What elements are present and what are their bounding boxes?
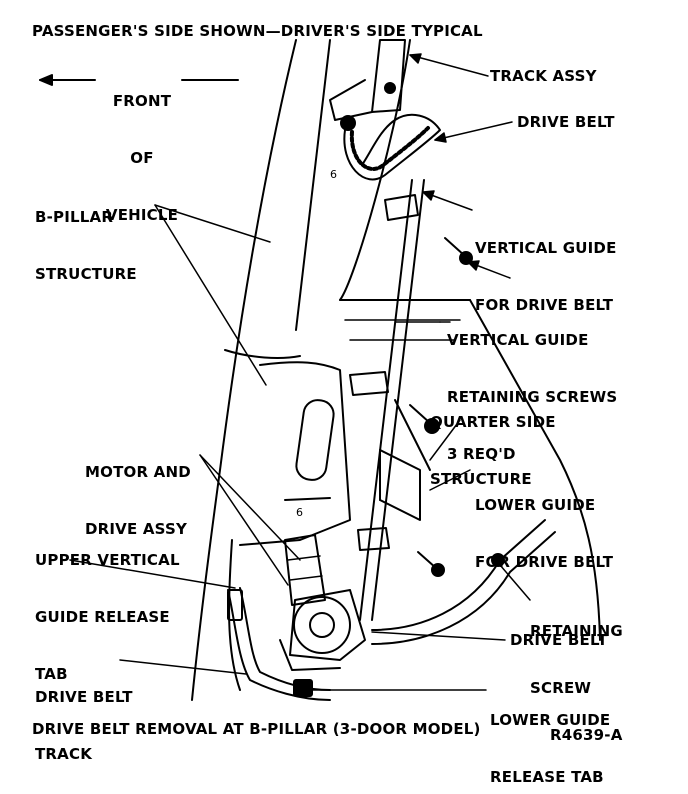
inner-panel bbox=[228, 361, 351, 691]
front-of-vehicle-line-3: VEHICLE bbox=[105, 206, 179, 224]
header-title: PASSENGER'S SIDE SHOWN—DRIVER'S SIDE TYP… bbox=[32, 22, 483, 40]
svg-text:6: 6 bbox=[296, 506, 303, 519]
vertical-guide-line-1: VERTICAL GUIDE bbox=[475, 239, 617, 257]
lower-release-label: LOWER GUIDE RELEASE TAB bbox=[490, 673, 610, 794]
vertical-guide-rail bbox=[349, 179, 425, 621]
svg-text:6: 6 bbox=[330, 168, 337, 181]
retaining-screws-line-2: RETAINING SCREWS bbox=[447, 388, 618, 406]
front-of-vehicle-line-2: OF bbox=[130, 149, 154, 167]
retaining-screws bbox=[409, 237, 505, 577]
quarter-side-line-2: STRUCTURE bbox=[430, 470, 532, 488]
lower-guide-line-2: FOR DRIVE BELT bbox=[475, 553, 614, 571]
quarter-side-bracket bbox=[379, 399, 431, 521]
drive-belt-track-line-2: TRACK bbox=[35, 745, 93, 763]
motor-drive-assy bbox=[279, 534, 366, 671]
quarter-side-label: QUARTER SIDE STRUCTURE bbox=[430, 375, 556, 527]
b-pillar-label: B-PILLAR STRUCTURE bbox=[35, 170, 137, 322]
drive-belt-mid-label: DRIVE BELT bbox=[510, 631, 608, 649]
track-assy bbox=[329, 39, 406, 131]
retaining-screw-line-2: SCREW bbox=[530, 679, 592, 697]
motor-drive-line-2: DRIVE ASSY bbox=[85, 520, 188, 538]
caption: DRIVE BELT REMOVAL AT B-PILLAR (3-DOOR M… bbox=[32, 720, 481, 738]
lower-guide-curve bbox=[371, 519, 556, 645]
upper-release-line-3: TAB bbox=[35, 665, 68, 683]
vertical-guide-label: VERTICAL GUIDE FOR DRIVE BELT bbox=[475, 201, 617, 353]
upper-release-line-2: GUIDE RELEASE bbox=[35, 608, 170, 626]
retaining-screws-label: VERTICAL GUIDE RETAINING SCREWS 3 REQ'D bbox=[447, 293, 617, 502]
lower-guide-line-1: LOWER GUIDE bbox=[475, 496, 596, 514]
front-of-vehicle-line-1: FRONT bbox=[112, 92, 172, 110]
front-arrow-left bbox=[39, 74, 96, 86]
front-of-vehicle-label: FRONT OF VEHICLE bbox=[102, 54, 182, 263]
retaining-screw-line-1: RETAINING bbox=[530, 622, 623, 640]
leader-lines bbox=[69, 53, 531, 691]
lower-guide-label: LOWER GUIDE FOR DRIVE BELT bbox=[475, 458, 613, 610]
quarter-side-line-1: QUARTER SIDE bbox=[430, 413, 556, 431]
motor-drive-label: MOTOR AND DRIVE ASSY bbox=[85, 425, 191, 577]
lower-release-line-1: LOWER GUIDE bbox=[490, 711, 611, 729]
retaining-screws-line-1: VERTICAL GUIDE bbox=[447, 331, 589, 349]
track-assy-label: TRACK ASSY bbox=[490, 67, 597, 85]
upper-release-label: UPPER VERTICAL GUIDE RELEASE TAB bbox=[35, 513, 180, 722]
retaining-screws-line-3: 3 REQ'D bbox=[447, 445, 516, 463]
b-pillar-line-1: B-PILLAR bbox=[35, 208, 114, 226]
b-pillar-line-2: STRUCTURE bbox=[35, 265, 137, 283]
b-pillar-outline bbox=[191, 39, 331, 701]
drive-belt-track-line-1: DRIVE BELT bbox=[35, 688, 133, 706]
drive-belt-track-label: DRIVE BELT TRACK bbox=[35, 650, 133, 794]
retaining-screw-label: RETAINING SCREW bbox=[530, 584, 623, 736]
upper-release-line-1: UPPER VERTICAL bbox=[35, 551, 180, 569]
vertical-guide-line-2: FOR DRIVE BELT bbox=[475, 296, 614, 314]
lower-release-line-2: RELEASE TAB bbox=[490, 768, 604, 786]
drive-belt-loop bbox=[343, 113, 441, 181]
figure-id: R4639-A bbox=[550, 726, 623, 744]
drive-belt-track bbox=[227, 587, 331, 701]
motor-drive-line-1: MOTOR AND bbox=[85, 463, 191, 481]
drive-belt-top-label: DRIVE BELT bbox=[517, 113, 615, 131]
